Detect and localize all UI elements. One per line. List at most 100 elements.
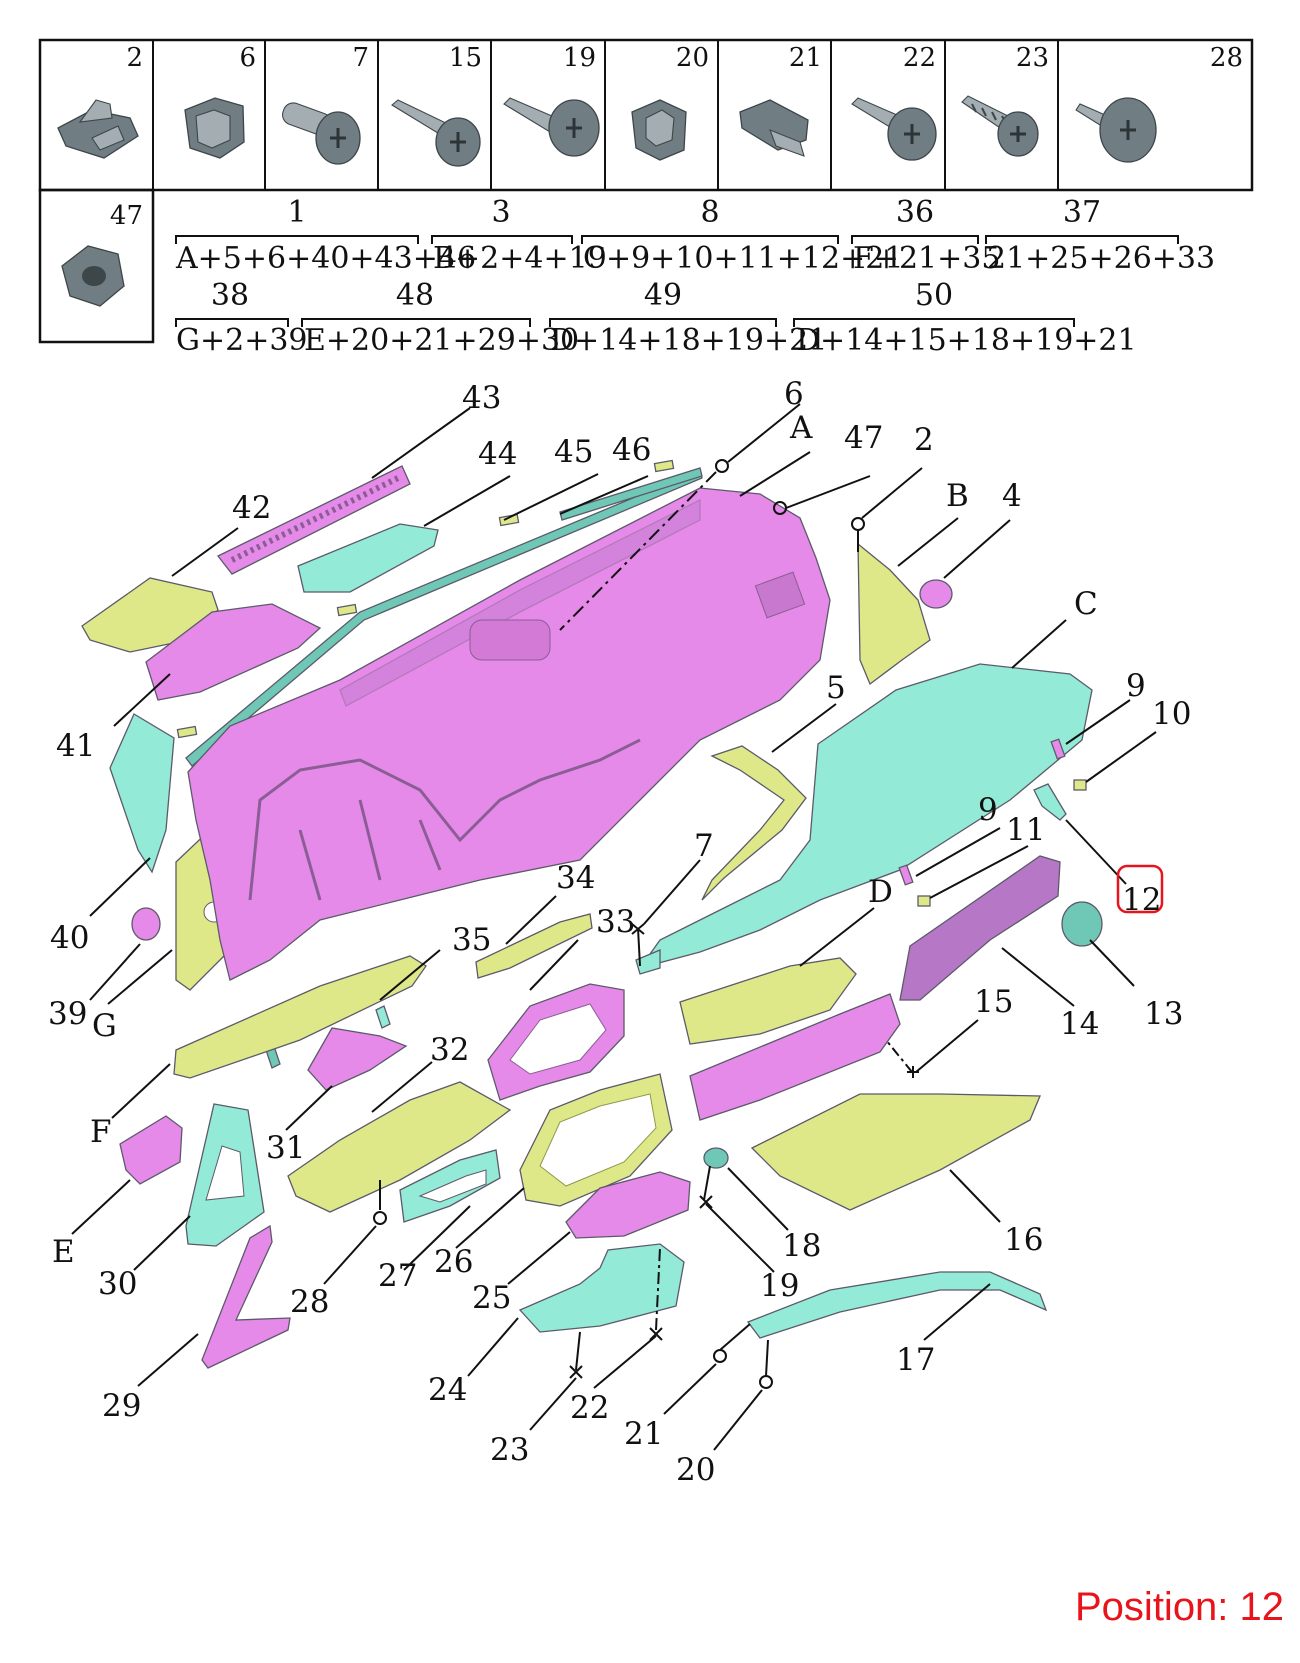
- callout-A: A: [789, 410, 813, 446]
- callout-19: 19: [760, 1268, 799, 1304]
- callout-G: G: [92, 1008, 117, 1044]
- side-bracket: [857, 542, 931, 686]
- cell-label-19: 19: [563, 43, 596, 73]
- callout-39: 39: [48, 996, 87, 1032]
- assembly-formula: D+14+18+19+21: [550, 323, 827, 358]
- assembly-number: 37: [1063, 195, 1101, 230]
- cell-label-22: 22: [903, 43, 936, 73]
- assembly-number: 3: [491, 195, 510, 230]
- spring-clip-icon: [57, 99, 139, 159]
- assembly-formula: D+14+15+18+19+21: [796, 323, 1137, 358]
- fastener-table: 2 6 7 15 19 20 21 22 23 28 47: [38, 38, 1254, 344]
- cell-label-21: 21: [789, 43, 822, 73]
- callout-47: 47: [844, 420, 883, 456]
- exploded-view: [81, 459, 1103, 1369]
- vent-nozzle: [919, 579, 953, 609]
- nut-icon: [61, 245, 125, 307]
- windshield-seal: [559, 467, 703, 521]
- assembly-number: 38: [211, 278, 249, 313]
- callout-D: D: [868, 874, 893, 910]
- latch: [1033, 783, 1067, 821]
- side-vent: [119, 1115, 183, 1185]
- a-pillar-trim: [201, 1224, 291, 1369]
- callout-6: 6: [784, 376, 804, 412]
- leader-lines: [71, 403, 1157, 1451]
- callout-11: 11: [1006, 812, 1045, 848]
- callout-28: 28: [290, 1284, 329, 1320]
- center-trim: [475, 913, 593, 979]
- callout-17: 17: [896, 1342, 935, 1378]
- glovebox-frame: [638, 663, 1093, 970]
- callout-7: 7: [694, 828, 714, 864]
- callout-5: 5: [826, 670, 846, 706]
- side-end-panel: [109, 713, 175, 874]
- glovebox-door: [899, 855, 1061, 1001]
- assembly-formula: B+2+4+19: [433, 241, 607, 276]
- callout-42: 42: [232, 490, 271, 526]
- cell-label-7: 7: [352, 43, 369, 73]
- lower-trim-strip: [689, 993, 901, 1121]
- speaker-grille: [297, 523, 439, 593]
- callout-2: 2: [914, 422, 934, 458]
- cell-label-15: 15: [449, 43, 482, 73]
- knob: [131, 907, 161, 941]
- cell-label-6: 6: [239, 43, 256, 73]
- callout-35: 35: [452, 922, 491, 958]
- knee-bolster-bar: [746, 1271, 1048, 1339]
- callout-25: 25: [472, 1280, 511, 1316]
- position-label: Position: 12: [1075, 1585, 1285, 1629]
- callout-27: 27: [378, 1258, 417, 1294]
- j-clip-icon: [739, 99, 809, 157]
- callout-33: 33: [596, 904, 635, 940]
- callout-45: 45: [554, 434, 593, 470]
- callout-24: 24: [428, 1372, 467, 1408]
- center-vent-panel: [679, 957, 857, 1045]
- callout-14: 14: [1060, 1006, 1099, 1042]
- mounting-bracket: [701, 745, 807, 901]
- callout-E: E: [52, 1234, 75, 1270]
- callout-31: 31: [266, 1130, 305, 1166]
- screw-torx-icon: [851, 97, 937, 161]
- callout-46: 46: [612, 432, 651, 468]
- callout-32: 32: [430, 1032, 469, 1068]
- callout-20: 20: [676, 1452, 715, 1488]
- assembly-formula: 21+25+26+33: [987, 241, 1215, 276]
- assembly-formula: A+5+6+40+43+46: [175, 241, 476, 276]
- callout-F: F: [90, 1114, 112, 1150]
- lower-dash-panel: [173, 955, 427, 1079]
- lower-knee-panel: [518, 1243, 685, 1333]
- callout-16: 16: [1004, 1222, 1043, 1258]
- cell-label-28: 28: [1210, 43, 1243, 73]
- assembly-formula: E+20+21+29+30: [304, 323, 579, 358]
- callout-29: 29: [102, 1388, 141, 1424]
- connector: [703, 1147, 729, 1169]
- cell-label-23: 23: [1016, 43, 1049, 73]
- screw-tapered-icon: [391, 99, 481, 167]
- assembly-formula: G+2+39: [176, 323, 308, 358]
- callout-9b: 9: [978, 792, 998, 828]
- callout-40: 40: [50, 920, 89, 956]
- highlight-box: [1116, 864, 1164, 914]
- callout-34: 34: [556, 860, 595, 896]
- callout-30: 30: [98, 1266, 137, 1302]
- assembly-number: 1: [287, 195, 306, 230]
- assembly-number: 36: [896, 195, 934, 230]
- assembly-number: 50: [915, 278, 953, 313]
- push-clip-icon: [184, 97, 245, 159]
- cap: [1061, 901, 1103, 947]
- dashboard-carrier: [187, 487, 831, 981]
- screw-washer-head-icon: [503, 97, 600, 157]
- callout-C: C: [1074, 586, 1098, 622]
- callout-9a: 9: [1126, 668, 1146, 704]
- callout-23: 23: [490, 1432, 529, 1468]
- lower-panel: [750, 1093, 1041, 1211]
- storage-bin: [307, 1027, 408, 1091]
- callout-4: 4: [1002, 478, 1022, 514]
- callout-22: 22: [570, 1390, 609, 1426]
- callout-43: 43: [462, 380, 501, 416]
- assembly-number: 49: [644, 278, 682, 313]
- assembly-formula: F+21+35: [853, 241, 1000, 276]
- center-support: [287, 1081, 512, 1213]
- assembly-formula: C+9+10+11+12+21: [583, 241, 903, 276]
